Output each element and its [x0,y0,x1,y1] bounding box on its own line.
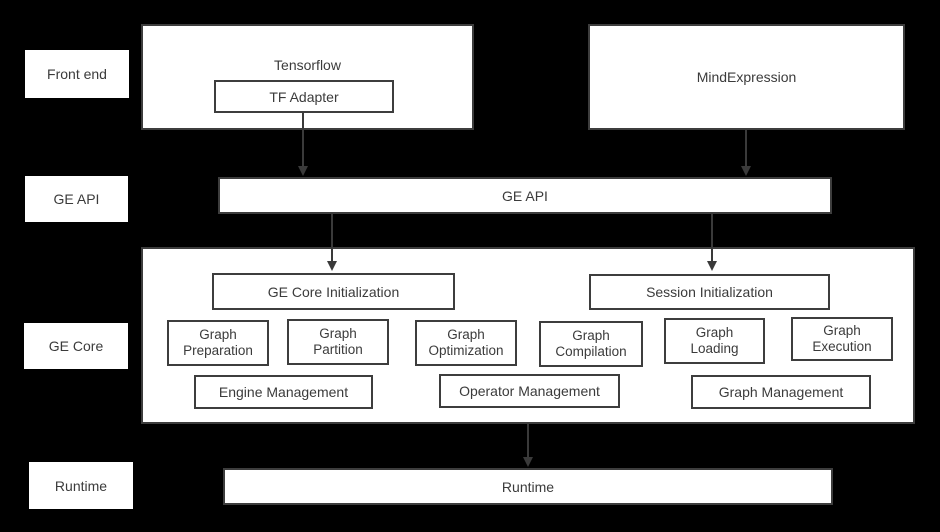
mindexpression-box: MindExpression [588,24,905,130]
side-label-ge-api: GE API [25,176,128,222]
module-graph-preparation: Graph Preparation [167,320,269,366]
module-graph-optimization: Graph Optimization [415,320,517,366]
side-label-ge-core: GE Core [24,323,128,369]
module-graph-compilation: Graph Compilation [539,321,643,367]
ge-core-initialization-box: GE Core Initialization [212,273,455,310]
arrow-ge-api-to-ge-core-init [327,213,337,271]
arrow-ge-core-to-runtime [523,424,533,467]
arrow-tf-adapter-to-ge-api [298,112,308,176]
engine-management-box: Engine Management [194,375,373,409]
tensorflow-box: Tensorflow TF Adapter [141,24,474,130]
ge-api-bar: GE API [218,177,832,214]
session-initialization-box: Session Initialization [589,274,830,310]
side-label-runtime: Runtime [29,462,133,509]
graph-management-box: Graph Management [691,375,871,409]
runtime-bar: Runtime [223,468,833,505]
arrow-mindexpression-to-ge-api [741,130,751,176]
tf-adapter-box: TF Adapter [214,80,394,113]
arrow-ge-api-to-session-init [707,213,717,271]
module-graph-partition: Graph Partition [287,319,389,365]
module-graph-execution: Graph Execution [791,317,893,361]
tensorflow-label: Tensorflow [274,57,341,73]
ge-core-box: GE Core Initialization Session Initializ… [141,247,915,424]
side-label-front-end: Front end [25,50,129,98]
operator-management-box: Operator Management [439,374,620,408]
module-graph-loading: Graph Loading [664,318,765,364]
